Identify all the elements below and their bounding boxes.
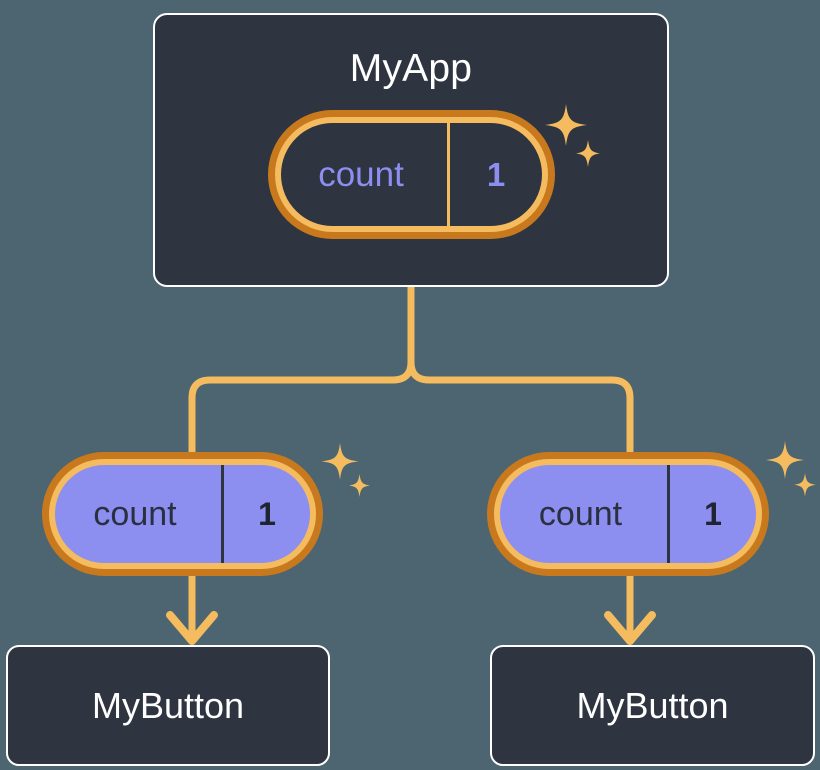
state-pill-body: count 1 — [500, 465, 756, 563]
state-pill-body: count 1 — [281, 123, 542, 226]
state-pill-ring: count 1 — [49, 459, 316, 569]
arrow-right-head-icon — [604, 611, 656, 645]
component-card-mybutton-right[interactable]: MyButton — [490, 645, 815, 766]
state-key-label: count — [538, 495, 623, 533]
sparkle-icon — [321, 443, 370, 497]
connector-to-right-state — [407, 283, 634, 456]
sparkle-icon-child-right — [762, 441, 816, 506]
state-value-label: 1 — [667, 465, 756, 563]
state-pill-ring: count 1 — [275, 117, 548, 232]
state-pill-root[interactable]: count 1 — [268, 110, 555, 239]
sparkle-icon-child-left — [318, 443, 370, 506]
component-card-mybutton-left[interactable]: MyButton — [6, 645, 330, 766]
state-pill-child-right[interactable]: count 1 — [487, 452, 769, 576]
arrow-left-head-icon — [166, 611, 218, 645]
state-key-label: count — [93, 495, 177, 533]
state-value-label: 1 — [447, 123, 542, 226]
sparkle-icon — [766, 441, 816, 497]
state-pill-child-left[interactable]: count 1 — [42, 452, 323, 576]
state-pill-ring: count 1 — [494, 459, 762, 569]
state-value-label: 1 — [221, 465, 310, 563]
component-label: MyButton — [576, 684, 729, 726]
state-key-label: count — [318, 155, 404, 194]
connector-to-left-state — [188, 283, 415, 456]
state-pill-body: count 1 — [55, 465, 310, 563]
page-title: MyApp — [349, 47, 473, 90]
component-label: MyButton — [91, 684, 245, 726]
